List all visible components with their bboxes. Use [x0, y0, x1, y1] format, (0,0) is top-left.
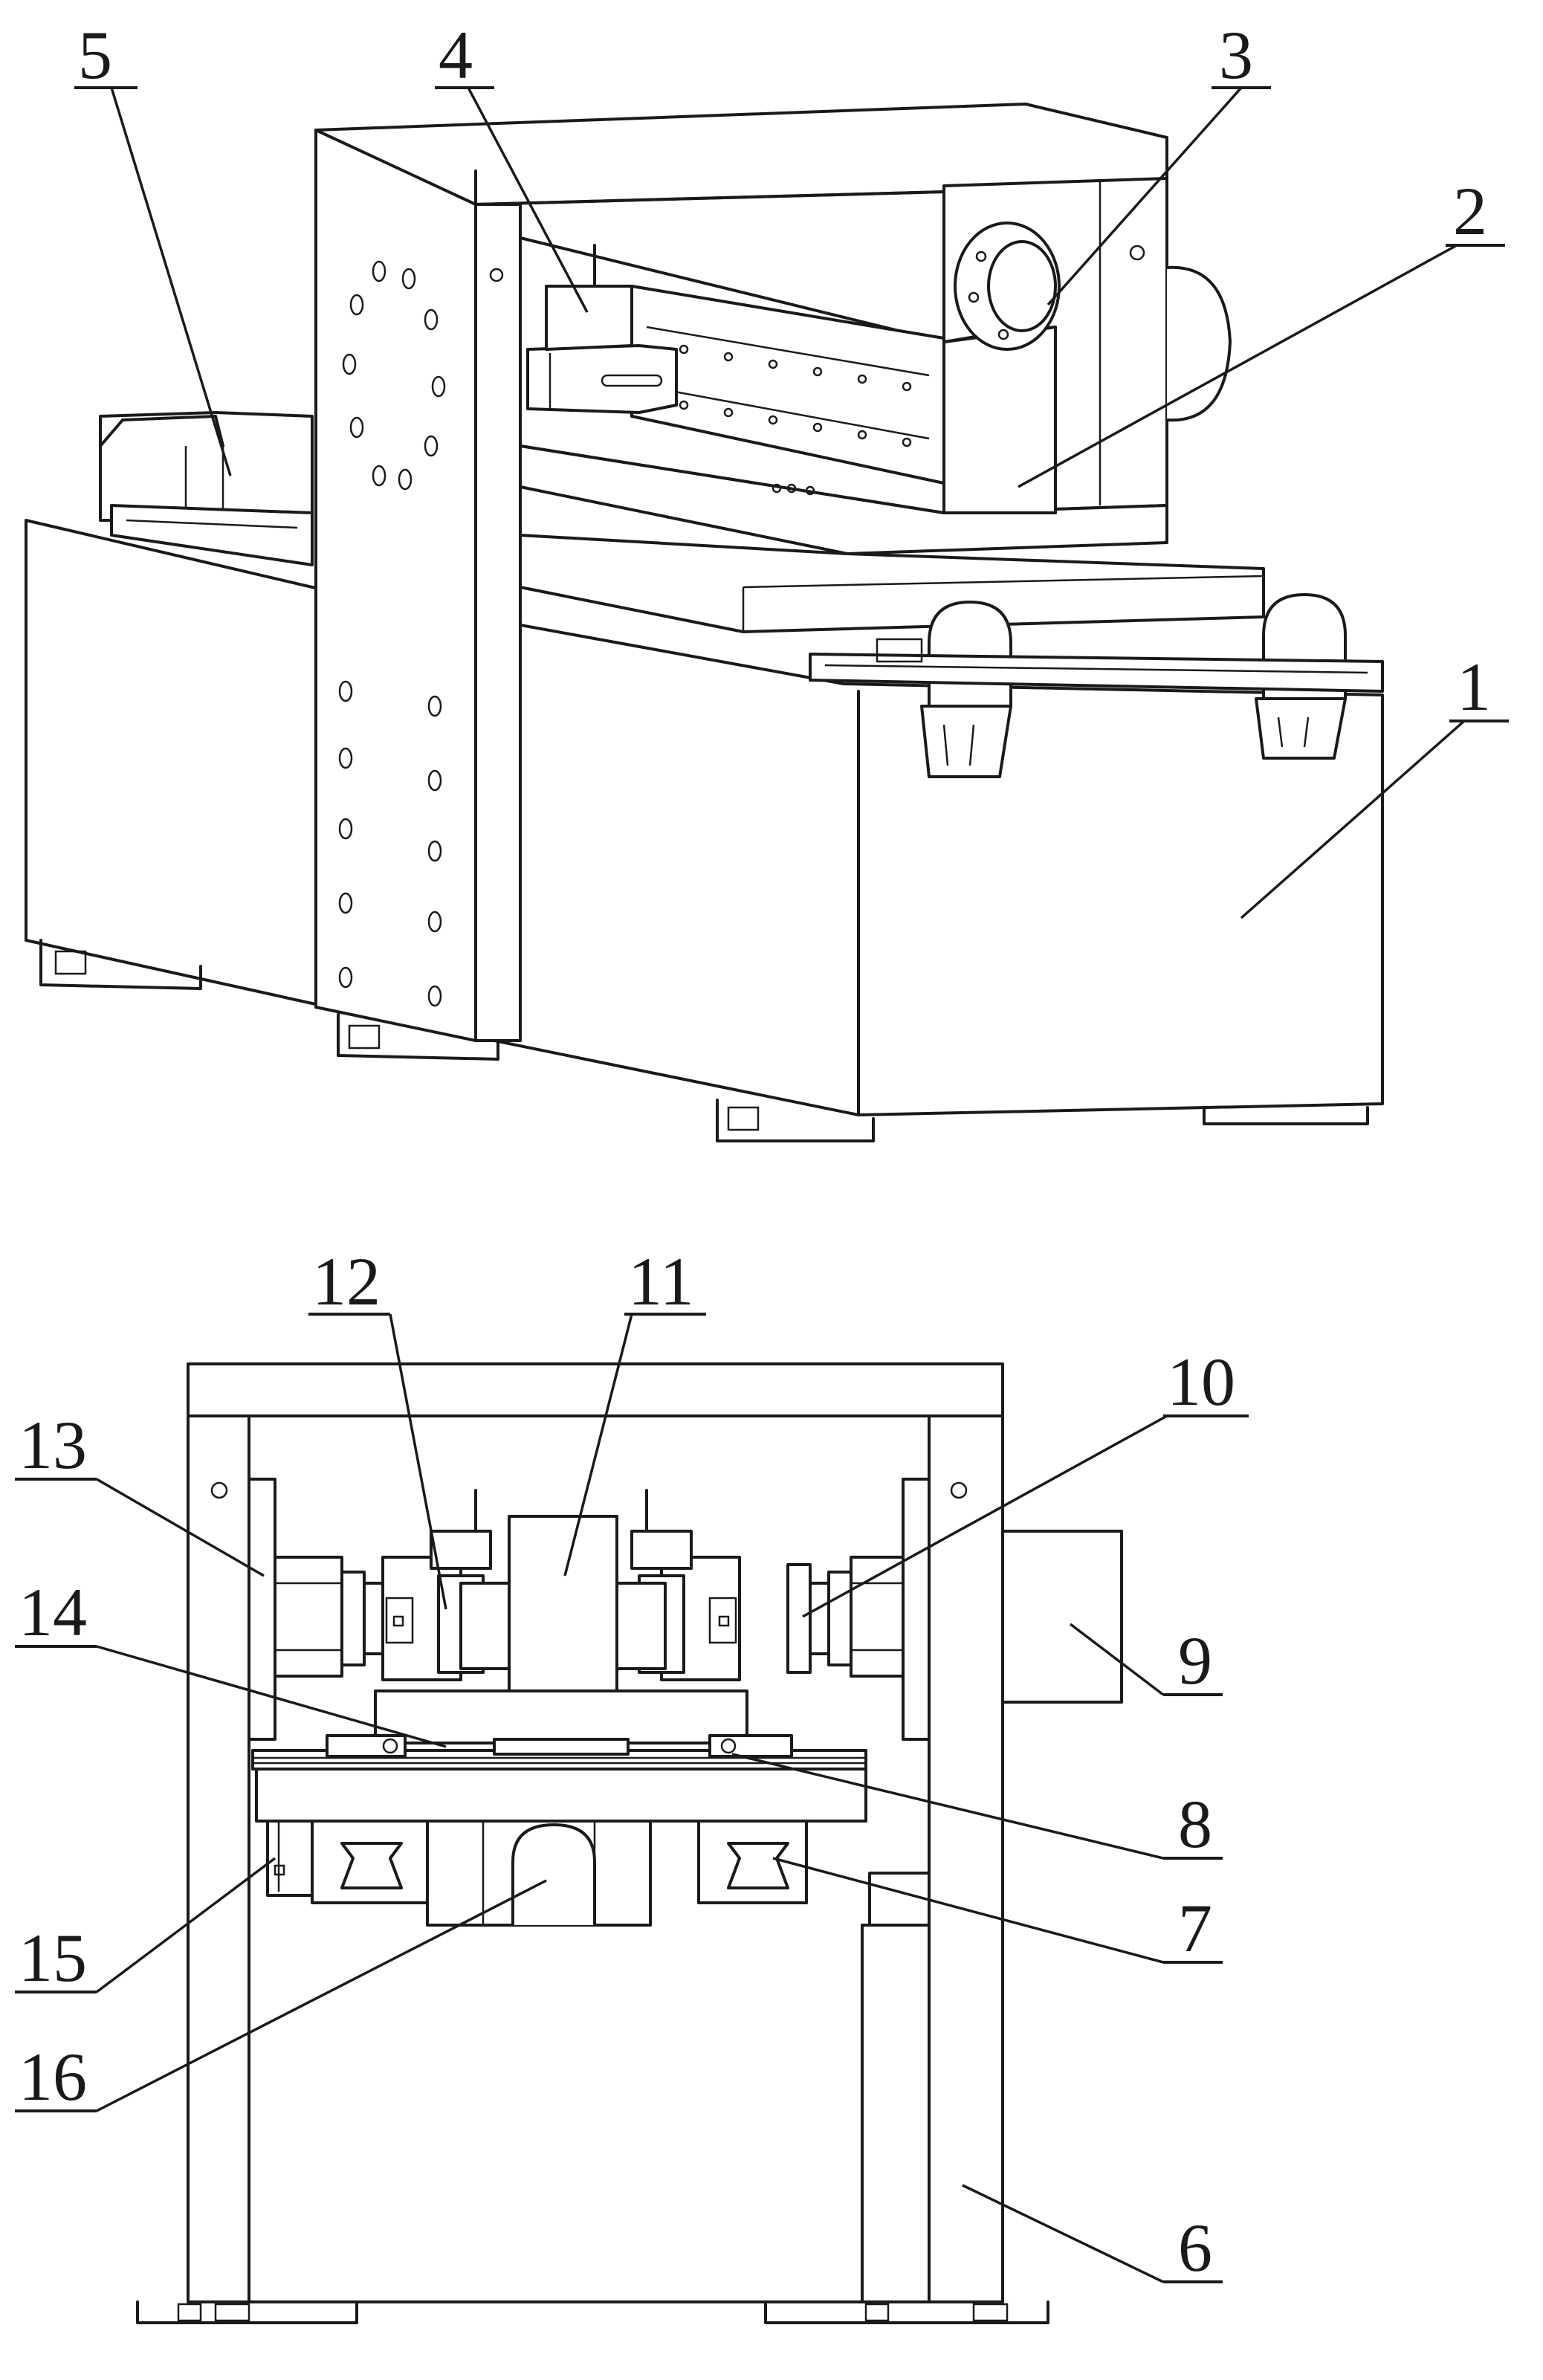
front-view [136, 1362, 1123, 2324]
callout-2: 2 [1018, 173, 1505, 488]
left-motor-mount [248, 1478, 384, 1741]
slide-table [251, 1734, 867, 1823]
callout-label: 8 [1178, 1786, 1212, 1862]
callout-label: 15 [19, 1920, 87, 1996]
callout-13: 13 [15, 1407, 265, 1577]
callout-5: 5 [74, 17, 232, 476]
callout-4: 4 [435, 17, 589, 313]
callout-11: 11 [563, 1244, 706, 1577]
center-block [374, 1489, 748, 1744]
perspective-view [25, 103, 1384, 1142]
callout-label: 1 [1457, 649, 1491, 725]
lower-saddle [266, 1820, 808, 1927]
callout-10: 10 [802, 1344, 1249, 1618]
callout-12: 12 [308, 1244, 447, 1610]
callout-label: 3 [1219, 17, 1253, 93]
rail-holes [679, 344, 912, 447]
callout-label: 9 [1178, 1623, 1212, 1698]
callout-label: 5 [78, 17, 112, 93]
callout-16: 16 [15, 1879, 547, 2115]
callout-label: 13 [19, 1407, 87, 1483]
callout-label: 7 [1178, 1890, 1212, 1966]
left-motor [99, 411, 314, 566]
left-column [314, 129, 522, 1042]
callout-label: 11 [628, 1244, 694, 1319]
callout-label: 10 [1167, 1344, 1235, 1420]
callout-7: 7 [772, 1857, 1223, 1966]
callout-15: 15 [15, 1857, 276, 1996]
callout-label: 16 [19, 2039, 87, 2115]
callout-3: 3 [1047, 17, 1271, 306]
callout-14: 14 [15, 1574, 447, 1748]
right-motor [786, 1478, 1123, 1741]
hole-pattern [338, 260, 446, 1007]
clamp [526, 244, 678, 414]
callout-1: 1 [1240, 649, 1509, 919]
callout-label: 6 [1178, 2210, 1212, 2286]
callout-label: 2 [1453, 173, 1487, 249]
callouts: 5 4 3 2 1 12 [15, 17, 1509, 2286]
callout-label: 4 [439, 17, 473, 93]
callout-label: 12 [312, 1244, 381, 1319]
callout-label: 14 [19, 1574, 87, 1650]
flange [954, 221, 1061, 351]
callout-9: 9 [1069, 1623, 1223, 1698]
callout-8: 8 [731, 1753, 1223, 1862]
front-supports [809, 593, 1384, 778]
callout-6: 6 [962, 2184, 1223, 2286]
carriage-assembly [519, 221, 1265, 633]
